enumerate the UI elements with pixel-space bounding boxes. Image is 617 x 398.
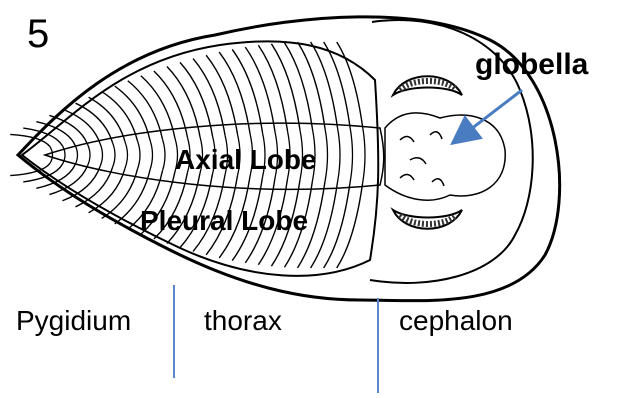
axial-ring [100,143,103,166]
axial-ring [325,129,328,182]
pleural-rib-top [337,42,363,126]
pleural-rib-bottom [324,183,350,268]
cephalon-label: cephalon [399,307,513,335]
pleural-rib-top [76,103,113,142]
pleural-rib-top [89,97,125,141]
upper-eye [393,76,462,95]
axial-ring [138,141,141,169]
axial-ring [150,140,153,170]
pleural-rib-bottom [89,168,125,212]
axial-ring [50,147,53,164]
axial-ring [75,145,78,165]
axial-ring [338,128,341,182]
lower-eye [393,210,462,229]
figure-number: 5 [27,14,49,54]
pleural-rib-bottom [337,184,363,268]
axial-ring [88,144,91,166]
pleural-rib-bottom [311,182,338,268]
pleural-rib-top [284,43,312,130]
axial-ring [363,126,366,184]
axial-lobe-label: Axial Lobe [175,146,317,174]
axial-ring [350,127,353,183]
thorax-label: thorax [204,307,282,335]
axial-ring [163,139,166,170]
glabella [385,113,505,200]
axial-ring [113,143,116,168]
pygidium-label: Pygidium [16,307,131,335]
axial-ring [125,142,128,169]
pleural-lobe-label: Pleural Lobe [140,207,308,235]
pleural-rib-top [311,42,338,128]
globella-label: globella [475,50,588,80]
pleural-rib-top [298,42,325,128]
pleural-rib-top [206,55,237,134]
pleural-rib-top [102,92,138,141]
